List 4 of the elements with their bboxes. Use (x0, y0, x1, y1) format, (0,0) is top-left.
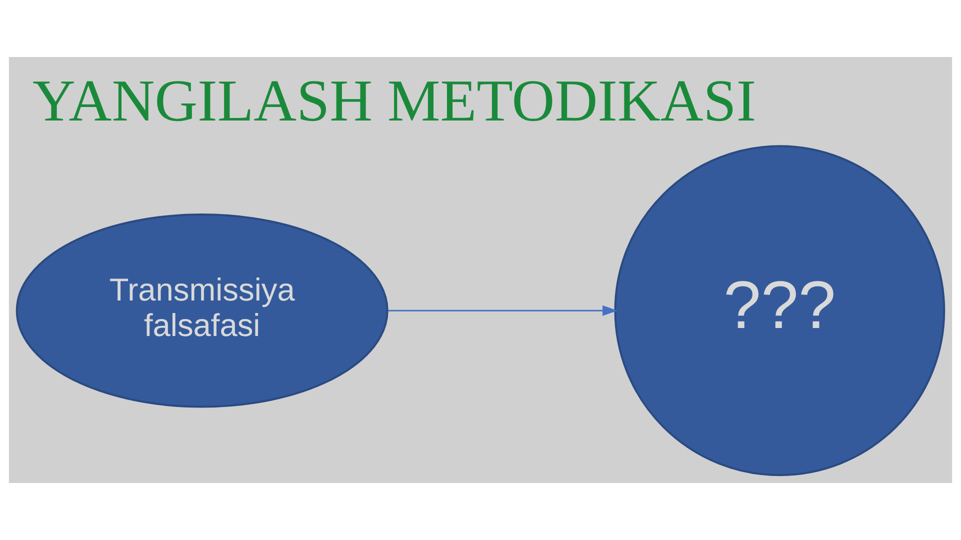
node-circle: ??? (614, 145, 946, 476)
diagram-title: YANGILASH METODIKASI (32, 67, 756, 134)
node-ellipse: Transmissiya falsafasi (16, 214, 388, 408)
arrow (388, 305, 618, 316)
